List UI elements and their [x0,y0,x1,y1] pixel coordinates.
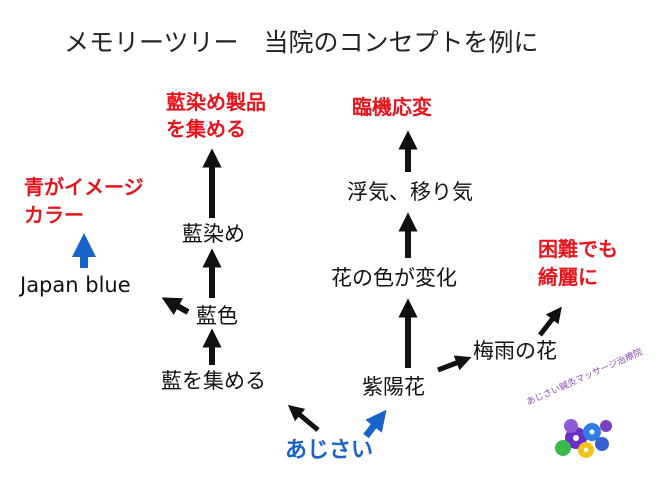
node-aiiro: 藍色 [196,304,238,328]
node-aizome: 藍染め [182,222,245,246]
root-ajisai: あじさい [285,438,374,463]
page-title: メモリーツリー 当院のコンセプトを例に [64,28,539,57]
arrow-root-to-shiyouka [363,409,387,439]
aizome-goal-line1: 藍染め製品 [166,90,266,114]
node-japan-blue: Japan blue [20,273,131,297]
node-uwaki: 浮気、移り気 [347,180,473,204]
rinki-goal: 臨機応変 [352,95,432,119]
hydrangea-icon [555,419,612,458]
konnan-goal-line2: 綺麗に [538,265,598,289]
blue-goal-line1: 青がイメージ [24,175,144,199]
aizome-goal-line2: を集める [166,117,246,141]
konnan-goal-line1: 困難でも [538,237,618,261]
clinic-logo: あじさい鍼灸マッサージ治療院 [516,348,644,466]
arrow-shiyouka-to-tsuyu [437,355,472,373]
arrow-root-to-atsumeru [287,404,320,432]
node-tsuyu: 梅雨の花 [473,339,557,363]
node-hana-no-iro: 花の色が変化 [331,266,457,290]
blue-goal-line2: カラー [24,203,84,227]
arrow-aiiro-to-japan-blue [161,297,190,316]
arrow-tsuyu-to-konnan [538,306,562,337]
node-shiyouka: 紫陽花 [362,375,425,399]
node-ai-wo-atsumeru: 藍を集める [161,369,266,393]
